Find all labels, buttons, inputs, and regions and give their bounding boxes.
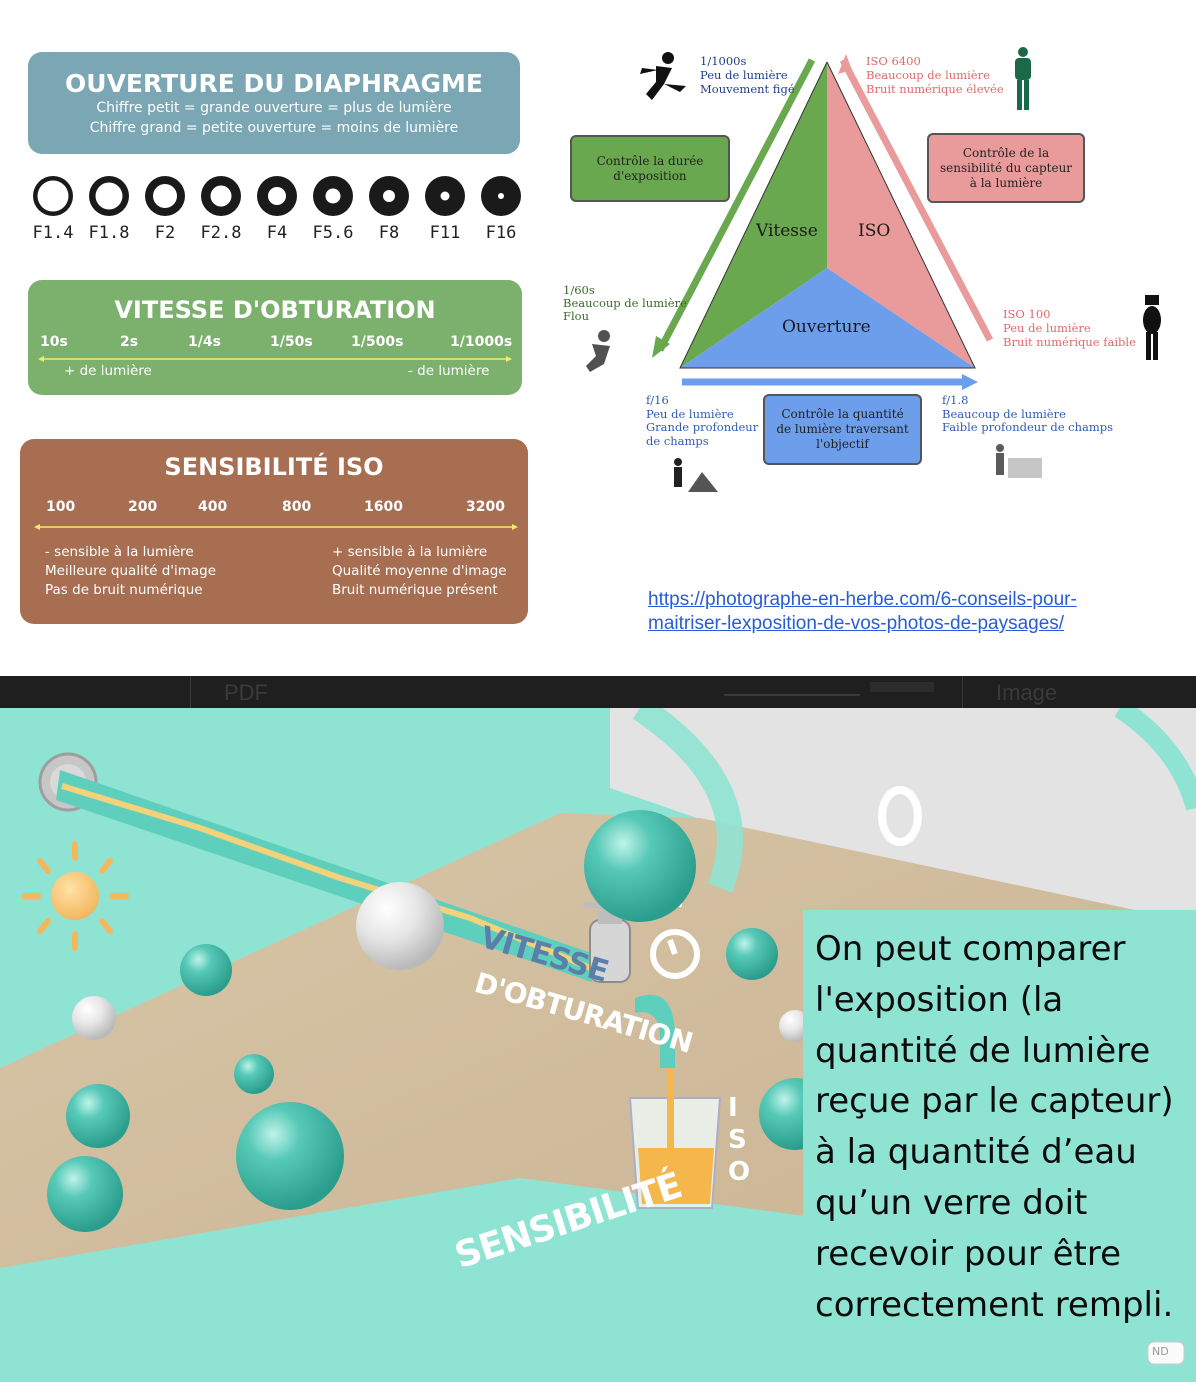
- vitesse-label: Vitesse: [756, 221, 818, 241]
- aperture-line2: Chiffre grand = petite ouverture = moins…: [89, 120, 459, 136]
- exposure-triangle: [586, 47, 1161, 492]
- aperture-icon: [369, 176, 409, 216]
- sun-icon: [21, 841, 129, 951]
- aperture-line1: Chiffre petit = grande ouverture = plus …: [96, 100, 452, 116]
- aperture-stop: F4: [255, 175, 299, 243]
- shutter-value: 2s: [120, 334, 139, 350]
- shutter-card: VITESSE D'OBTURATION 10s 2s 1/4s 1/50s 1…: [28, 280, 522, 395]
- source-link[interactable]: https://photographe-en-herbe.com/6-conse…: [648, 589, 1077, 634]
- pdf-label: PDF: [224, 680, 268, 705]
- iso-title: SENSIBILITÉ ISO: [164, 453, 384, 481]
- aperture-stop: F8: [367, 175, 411, 243]
- teal-ball: [236, 1102, 344, 1210]
- aperture-icon: [257, 176, 297, 216]
- teal-ball: [180, 944, 232, 996]
- ouverture-label: Ouverture: [782, 317, 871, 337]
- logo-text: ND: [1152, 1345, 1169, 1358]
- iso-value: 3200: [466, 499, 505, 515]
- iso-scene-label: ISO: [728, 1093, 751, 1187]
- shutter-arrow: [38, 356, 512, 362]
- aperture-icon: [425, 176, 465, 216]
- toolbar-strip: PDF Image: [0, 676, 1196, 708]
- iso-value: 200: [128, 499, 158, 515]
- ring-decoration: [878, 786, 922, 846]
- iso-card: SENSIBILITÉ ISO 100 200 400 800 1600 320…: [20, 439, 528, 624]
- hiker-blurred-icon: [996, 444, 1042, 478]
- aperture-icon: [201, 176, 241, 216]
- aperture-card: OUVERTURE DU DIAPHRAGME Chiffre petit = …: [28, 52, 520, 154]
- shutter-more-light: + de lumière: [64, 363, 152, 379]
- aperture-icon: [481, 176, 521, 216]
- iso-value: 1600: [364, 499, 403, 515]
- teal-ball: [234, 1054, 274, 1094]
- white-ball: [72, 996, 116, 1040]
- caption-box: On peut comparer l'exposition (la quanti…: [803, 910, 1196, 1338]
- shutter-less-light: - de lumière: [408, 363, 490, 379]
- aperture-title: OUVERTURE DU DIAPHRAGME: [65, 69, 483, 98]
- aperture-stops: F1.4 F1.8 F2 F2.8 F4 F5.6 F8 F11 F16: [28, 175, 528, 255]
- top-hat-figure-icon: [1143, 295, 1161, 360]
- iso-value: 400: [198, 499, 228, 515]
- aperture-icon: [145, 176, 185, 216]
- runner-icon: [640, 52, 686, 100]
- hiker-landscape-icon: [674, 458, 718, 492]
- ouverture-face: [680, 268, 975, 368]
- white-ball: [356, 882, 444, 970]
- teal-ball: [47, 1156, 123, 1232]
- teal-ball: [726, 928, 778, 980]
- iso-arrow: [34, 524, 518, 530]
- aperture-stop: F1.8: [87, 175, 131, 243]
- shutter-value: 10s: [40, 334, 68, 350]
- iso-value: 800: [282, 499, 312, 515]
- shutter-value: 1/50s: [270, 334, 313, 350]
- shutter-value: 1/1000s: [450, 334, 513, 350]
- aperture-stop: F16: [479, 175, 523, 243]
- caption-text: On peut comparer l'exposition (la quanti…: [815, 929, 1174, 1325]
- aperture-icon: [313, 176, 353, 216]
- aperture-icon: [33, 176, 73, 216]
- shutter-value: 1/500s: [351, 334, 404, 350]
- aperture-stop: F5.6: [311, 175, 355, 243]
- image-label: Image: [996, 680, 1058, 705]
- teal-ball: [66, 1084, 130, 1148]
- iso-value: 100: [46, 499, 76, 515]
- shutter-title: VITESSE D'OBTURATION: [114, 296, 436, 324]
- iso-label: ISO: [858, 221, 891, 241]
- shutter-value: 1/4s: [188, 334, 221, 350]
- aperture-stop: F2.8: [199, 175, 243, 243]
- aperture-stop: F2: [143, 175, 187, 243]
- aperture-icon: [89, 176, 129, 216]
- jester-icon: [1015, 47, 1031, 110]
- teal-ball: [584, 810, 696, 922]
- aperture-stop: F11: [423, 175, 467, 243]
- glass-icon: [628, 1068, 722, 1209]
- blurred-runner-icon: [586, 330, 610, 372]
- aperture-stop: F1.4: [31, 175, 75, 243]
- logo-badge: [1147, 1341, 1185, 1365]
